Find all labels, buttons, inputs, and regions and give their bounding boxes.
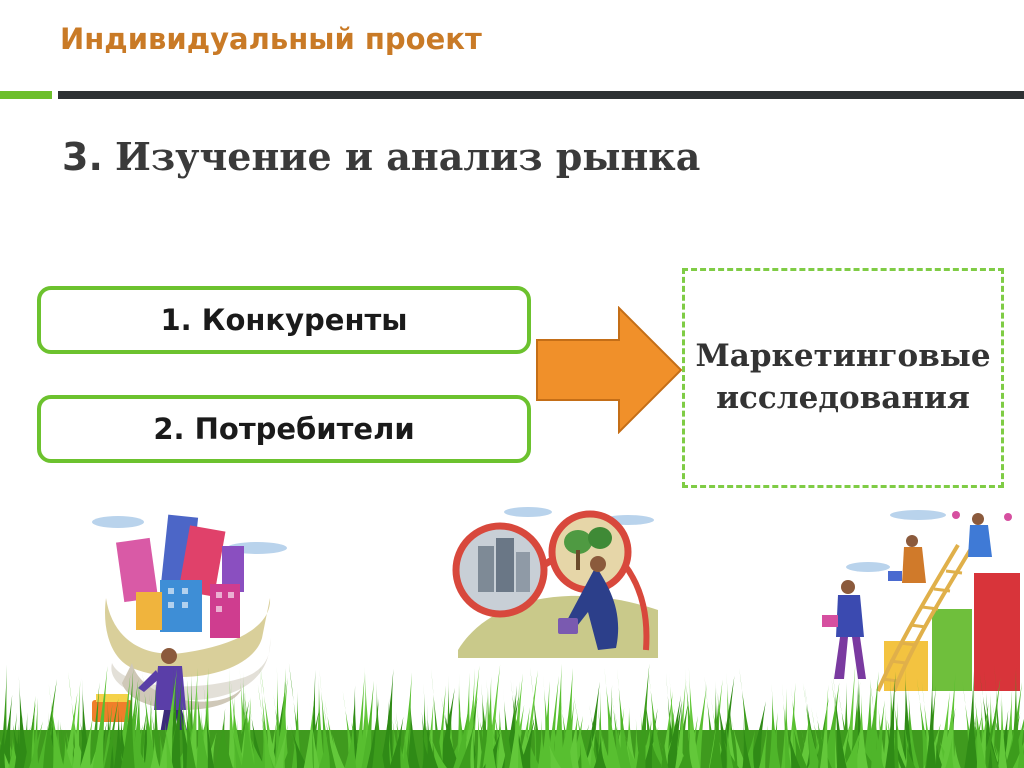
magnifying-glasses-illustration [452,507,658,658]
subtitle-text: Изучение и анализ рынка [114,134,701,179]
competitors-box: 1. Конкуренты [37,286,531,354]
slide-subtitle: 3. Изучение и анализ рынка [62,134,700,179]
career-ladder-illustration [822,510,1020,692]
result-line-1: Маркетинговые [695,338,991,375]
marketing-research-box: Маркетинговые исследования [682,268,1004,488]
subtitle-number: 3. [62,135,103,179]
title-rule [58,91,1024,99]
grass-decoration [0,663,1024,768]
city-buildings-illustration [92,514,287,734]
slide-title: Индивидуальный проект [60,22,482,56]
right-arrow-icon [536,306,683,434]
consumers-box: 2. Потребители [37,395,531,463]
result-line-2: исследования [716,380,970,416]
title-rule-accent [0,91,52,99]
